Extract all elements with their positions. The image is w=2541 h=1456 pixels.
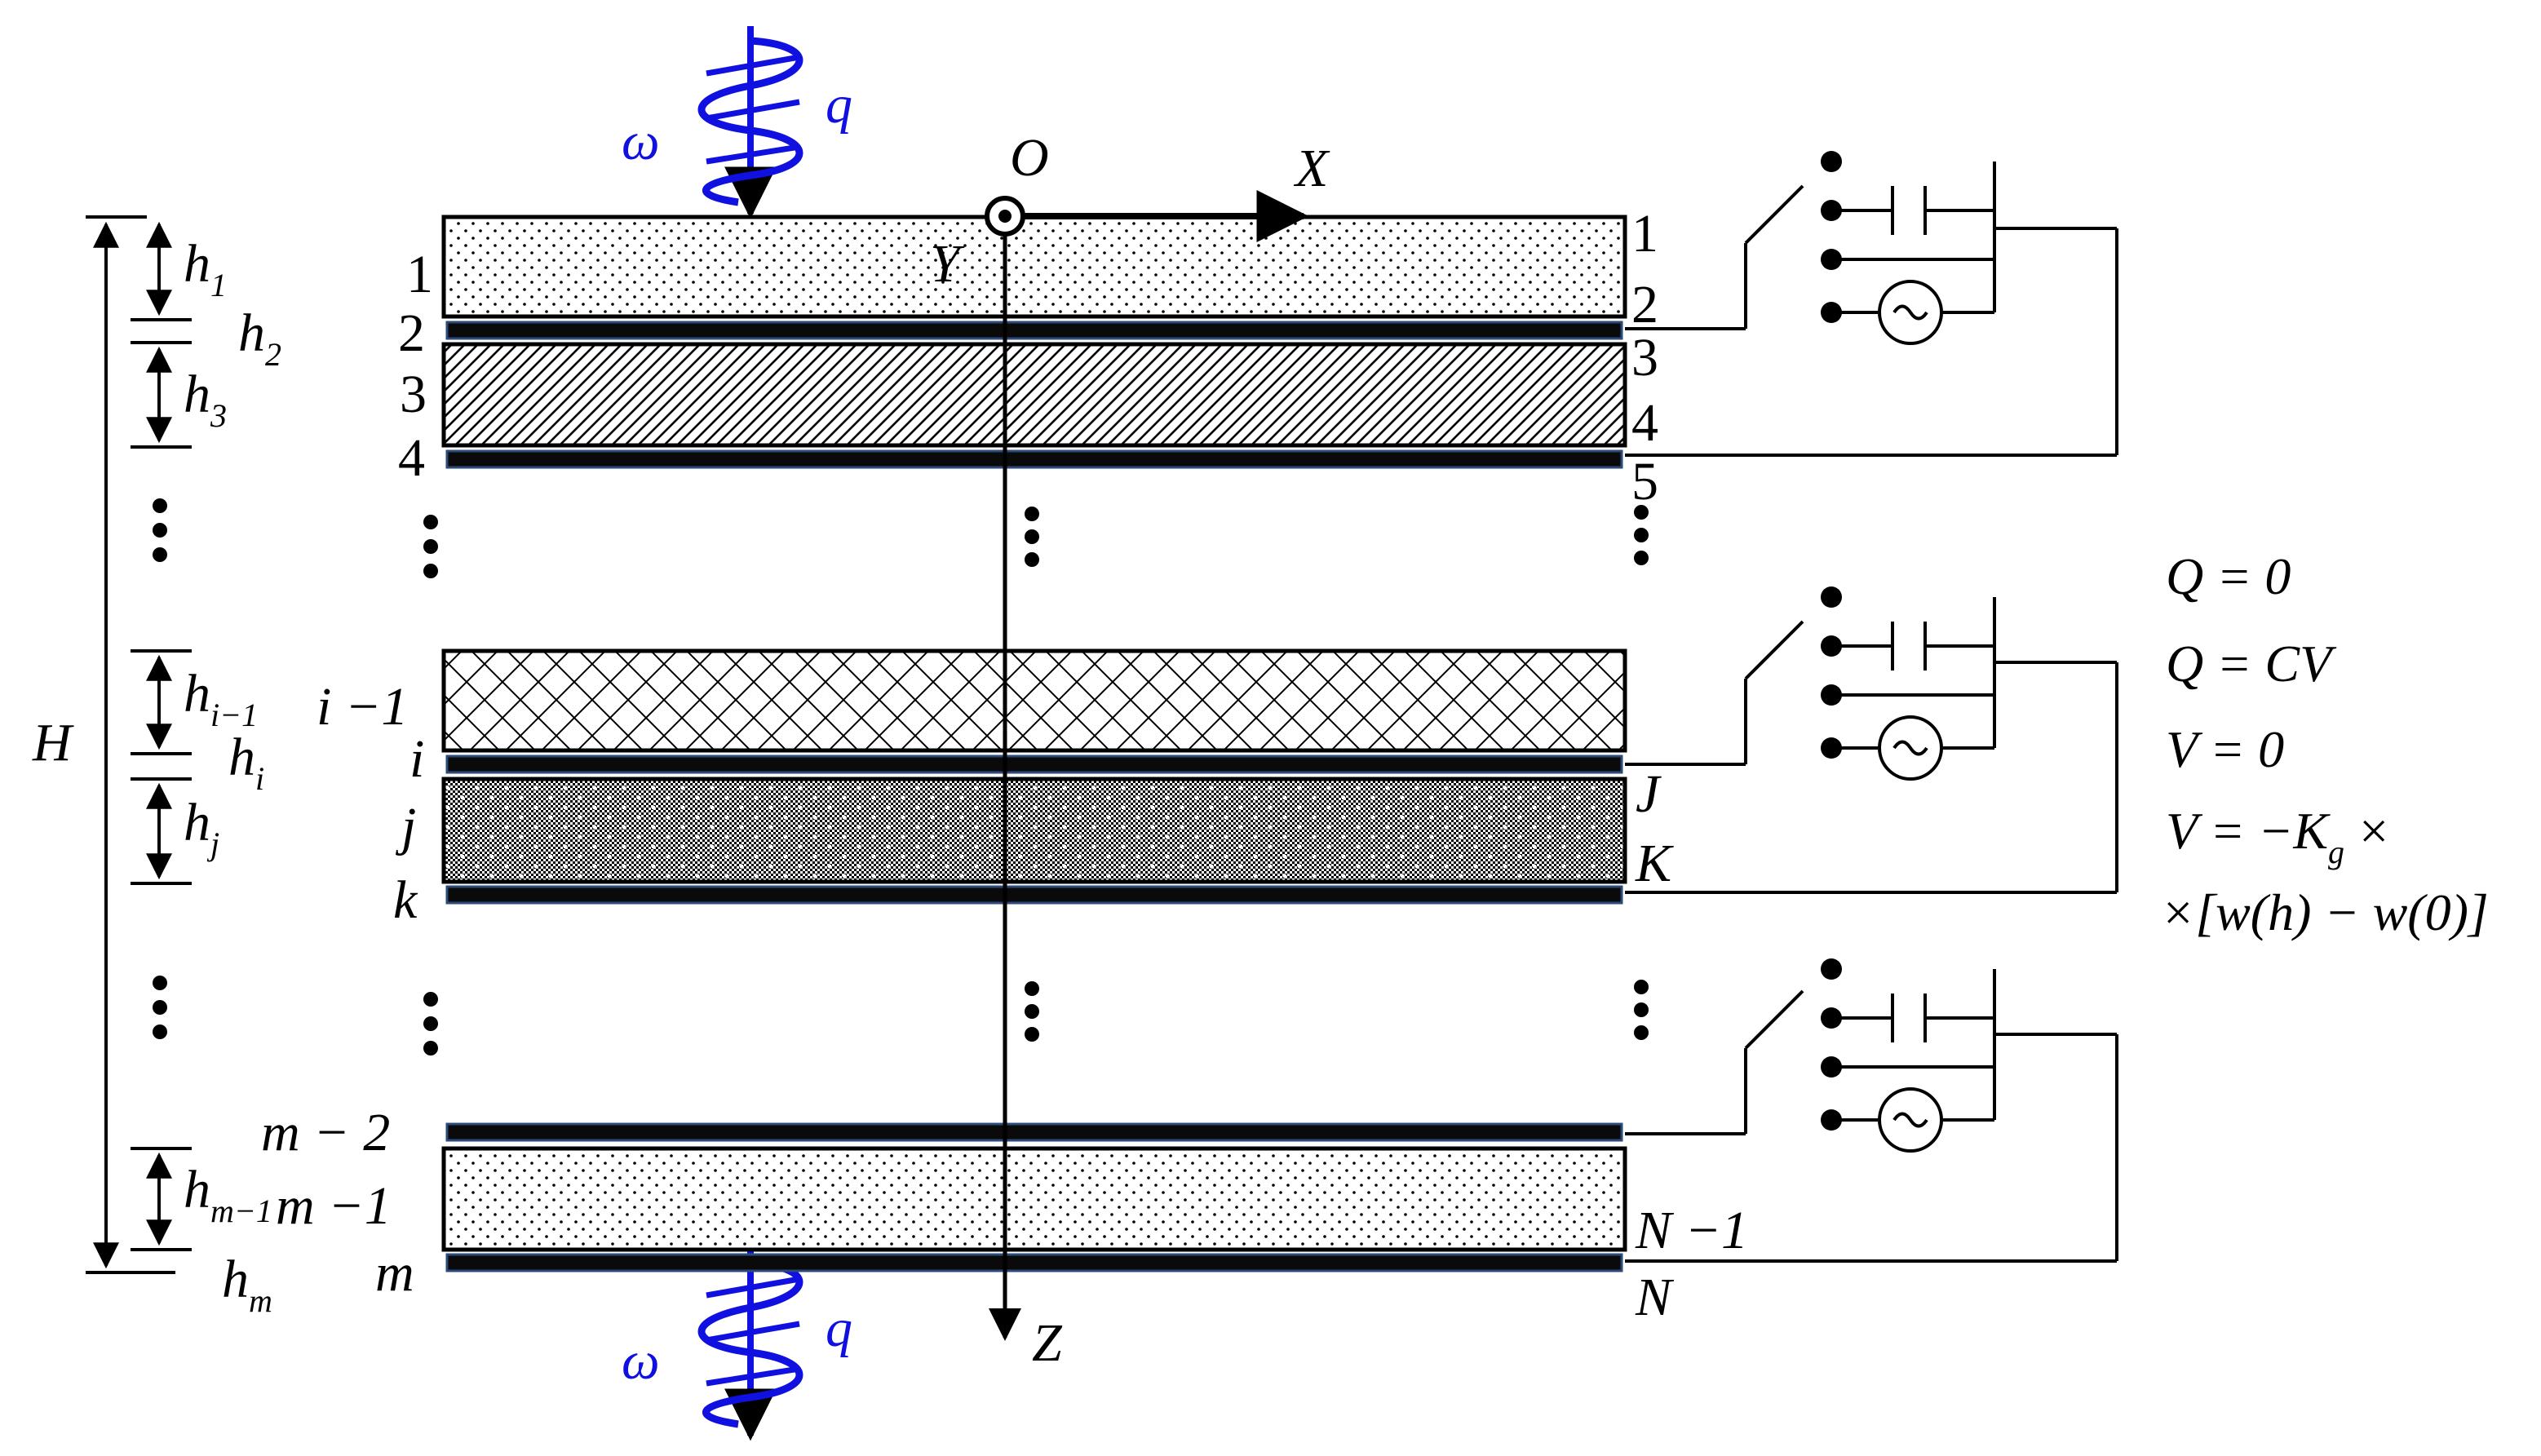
right-label-4: 4 [1631, 393, 1658, 453]
left-label-k: k [393, 870, 418, 930]
total-thickness-label: H [32, 713, 74, 772]
right-label-5: 5 [1631, 452, 1658, 511]
right-label-2: 2 [1631, 275, 1658, 334]
left-label-j: j [395, 797, 416, 856]
left-label-2: 2 [398, 303, 425, 363]
electrode-m [445, 1253, 1623, 1272]
h-i-1-label: h [184, 664, 210, 724]
wave-bottom [697, 1248, 803, 1441]
svg-text:h2: h2 [238, 303, 281, 373]
omega-label-bottom: ω [622, 1331, 660, 1391]
ellipsis-dots-upper [153, 498, 1649, 578]
ellipsis-dots-lower [153, 976, 1649, 1055]
wave-top [697, 26, 803, 219]
left-label-m-1: m −1 [276, 1176, 392, 1236]
condition-v-kg: V = −K [2166, 802, 2331, 860]
electrode-4 [445, 449, 1623, 469]
circuit-middle-terminals [1821, 586, 1842, 759]
svg-text:V = −Kg×: V = −Kg× [2166, 802, 2391, 870]
small-thickness-dimensions [131, 221, 192, 1251]
origin-label: O [1010, 128, 1049, 188]
right-label-1: 1 [1631, 204, 1658, 263]
omega-label-top: ω [622, 112, 660, 171]
circuit-middle [1625, 597, 2118, 894]
h-i-label: h [228, 728, 255, 787]
electrode-i [445, 755, 1623, 774]
layer-3-hatched [441, 342, 1627, 448]
left-label-4: 4 [398, 428, 425, 488]
h3-label: h [184, 365, 210, 424]
layer-m-1-piezo-dotted [441, 1146, 1627, 1252]
right-label-J: J [1636, 764, 1662, 824]
condition-q-zero: Q = 0 [2166, 547, 2291, 605]
h-j-label: h [184, 793, 210, 852]
q-label-bottom: q [826, 1299, 852, 1358]
left-label-3: 3 [400, 365, 427, 424]
svg-text:h3: h3 [184, 365, 227, 434]
h-m-label: h [222, 1250, 249, 1309]
h-m-1-label: h [184, 1160, 210, 1219]
h1-label: h [184, 234, 210, 294]
svg-text:hj: hj [184, 793, 219, 862]
electrode-m-2 [445, 1122, 1623, 1142]
svg-text:hm−1: hm−1 [184, 1160, 272, 1229]
left-label-i: i [409, 729, 424, 789]
circuit-bottom [1625, 969, 2118, 1263]
svg-text:hi: hi [228, 728, 264, 797]
h2-label: h [238, 303, 265, 363]
q-label-top: q [826, 75, 852, 135]
right-label-N-1: N −1 [1635, 1201, 1748, 1260]
svg-text:hi−1: hi−1 [184, 664, 258, 733]
svg-text:hm: hm [222, 1250, 272, 1319]
layer-i-1-crosshatch [441, 648, 1627, 753]
layer-j-checker [441, 777, 1627, 884]
electrode-k [445, 885, 1623, 905]
circuit-top [1625, 162, 2118, 457]
left-label-m: m [375, 1243, 414, 1303]
circuit-top-terminals [1821, 151, 1842, 323]
z-axis-label: Z [1032, 1313, 1063, 1373]
total-thickness-dimension [86, 215, 175, 1274]
condition-w-difference: ×[w(h) − w(0)] [2160, 883, 2489, 941]
circuit-bottom-terminals [1821, 958, 1842, 1131]
left-label-1: 1 [406, 245, 433, 304]
svg-text:h1: h1 [184, 234, 227, 303]
x-axis-label: X [1293, 139, 1330, 198]
left-label-m-2: m − 2 [261, 1103, 390, 1162]
condition-v-zero: V = 0 [2166, 720, 2284, 778]
condition-q-cv: Q = CV [2166, 635, 2337, 693]
electrode-2 [445, 321, 1623, 340]
y-axis-label: Y [930, 234, 965, 294]
right-label-3: 3 [1631, 328, 1658, 387]
left-label-i-1: i −1 [317, 677, 408, 737]
layer-1-piezo-dotted [441, 215, 1627, 319]
right-label-K: K [1635, 834, 1674, 893]
right-label-N: N [1635, 1268, 1675, 1327]
